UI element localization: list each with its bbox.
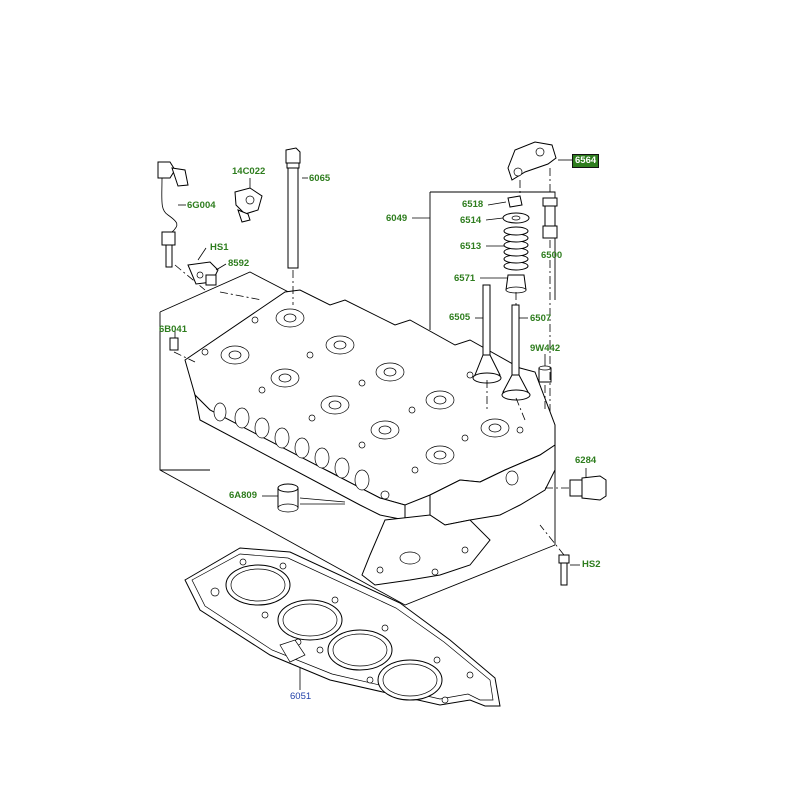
lash-adjuster-6500 xyxy=(542,197,558,250)
leader-lines xyxy=(174,159,587,566)
label-hs1[interactable]: HS1 xyxy=(210,242,229,253)
label-6513[interactable]: 6513 xyxy=(460,241,482,252)
label-6507[interactable]: 6507 xyxy=(530,313,552,324)
cylinder-head xyxy=(184,289,556,586)
alignment-lines xyxy=(219,260,551,421)
label-6065[interactable]: 6065 xyxy=(309,173,331,184)
head-gasket-6051 xyxy=(184,547,501,707)
label-6051[interactable]: 6051 xyxy=(290,691,312,702)
rocker-arm-6564 xyxy=(507,141,557,195)
label-6284[interactable]: 6284 xyxy=(575,455,597,466)
valve-spring-6513 xyxy=(503,226,529,271)
label-8592[interactable]: 8592 xyxy=(228,258,250,269)
label-6a809[interactable]: 6A809 xyxy=(229,490,257,501)
spring-retainer-6514 xyxy=(502,212,530,224)
label-6049[interactable]: 6049 xyxy=(386,213,408,224)
label-6505[interactable]: 6505 xyxy=(449,312,471,323)
dowel-6b041 xyxy=(169,337,196,363)
label-9w442[interactable]: 9W442 xyxy=(530,343,561,354)
plug-6284 xyxy=(545,475,607,501)
label-6571[interactable]: 6571 xyxy=(454,273,476,284)
exhaust-valve-6507 xyxy=(501,304,531,401)
valve-group-box xyxy=(429,191,556,330)
label-14c022[interactable]: 14C022 xyxy=(232,166,266,177)
label-6514[interactable]: 6514 xyxy=(460,215,482,226)
label-6500[interactable]: 6500 xyxy=(541,250,563,261)
valve-keepers-6518 xyxy=(507,195,523,208)
bushing-6a809 xyxy=(277,483,346,513)
label-6g004[interactable]: 6G004 xyxy=(187,200,216,211)
bolt-hs2 xyxy=(539,524,570,586)
bracket-14c022 xyxy=(234,187,263,223)
sensor-harness-6g004 xyxy=(157,161,206,291)
label-hs2[interactable]: HS2 xyxy=(582,559,601,570)
valve-stem-seal-6571 xyxy=(505,274,527,294)
label-6b041[interactable]: 6B041 xyxy=(159,324,187,335)
label-6518[interactable]: 6518 xyxy=(462,199,484,210)
intake-valve-6505 xyxy=(472,284,502,384)
head-bolt xyxy=(285,147,301,305)
label-6564[interactable]: 6564 xyxy=(572,154,600,168)
sensor-8592 xyxy=(187,261,219,286)
